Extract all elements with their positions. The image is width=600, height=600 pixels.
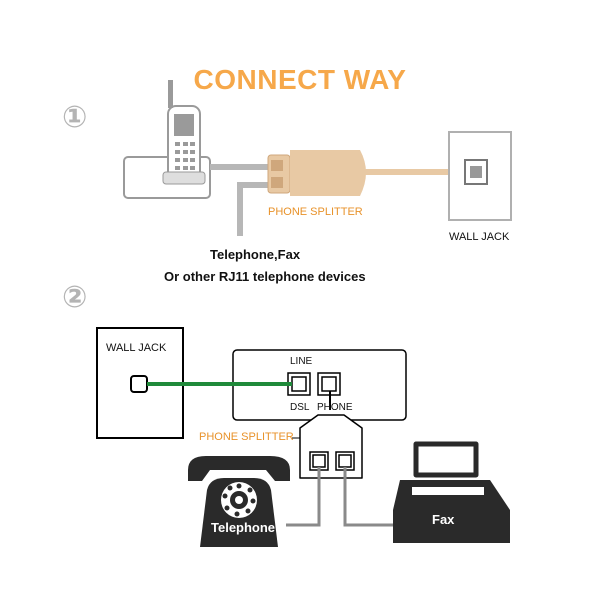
telephone-label: Telephone (211, 520, 276, 535)
phone-splitter-2-icon (299, 414, 363, 479)
step-1-number: ① (62, 101, 88, 134)
port-phone-label: PHONE (317, 402, 353, 413)
phone-splitter-icon (267, 150, 366, 196)
wall-jack-label: WALL JACK (449, 231, 510, 243)
fax-cable (343, 467, 394, 527)
splitter-label: PHONE SPLITTER (268, 206, 363, 218)
splitter-2-label: PHONE SPLITTER (199, 431, 294, 443)
wall-jack-2-label: WALL JACK (106, 342, 167, 354)
device-cable (237, 182, 272, 236)
step-2-number: ② (62, 281, 88, 314)
devices-label-line2: Or other RJ11 telephone devices (164, 269, 366, 284)
page-title: CONNECT WAY (193, 64, 407, 95)
cordless-handset-icon (162, 80, 206, 185)
port-line-label: LINE (290, 356, 313, 367)
wall-jack-icon (448, 131, 512, 221)
telephone-cable (286, 467, 321, 527)
port-dsl-label: DSL (290, 402, 310, 413)
fax-label: Fax (432, 512, 455, 527)
fax-machine-icon (393, 441, 510, 543)
devices-label-line1: Telephone,Fax (210, 247, 301, 262)
rotary-telephone-icon (188, 456, 290, 547)
